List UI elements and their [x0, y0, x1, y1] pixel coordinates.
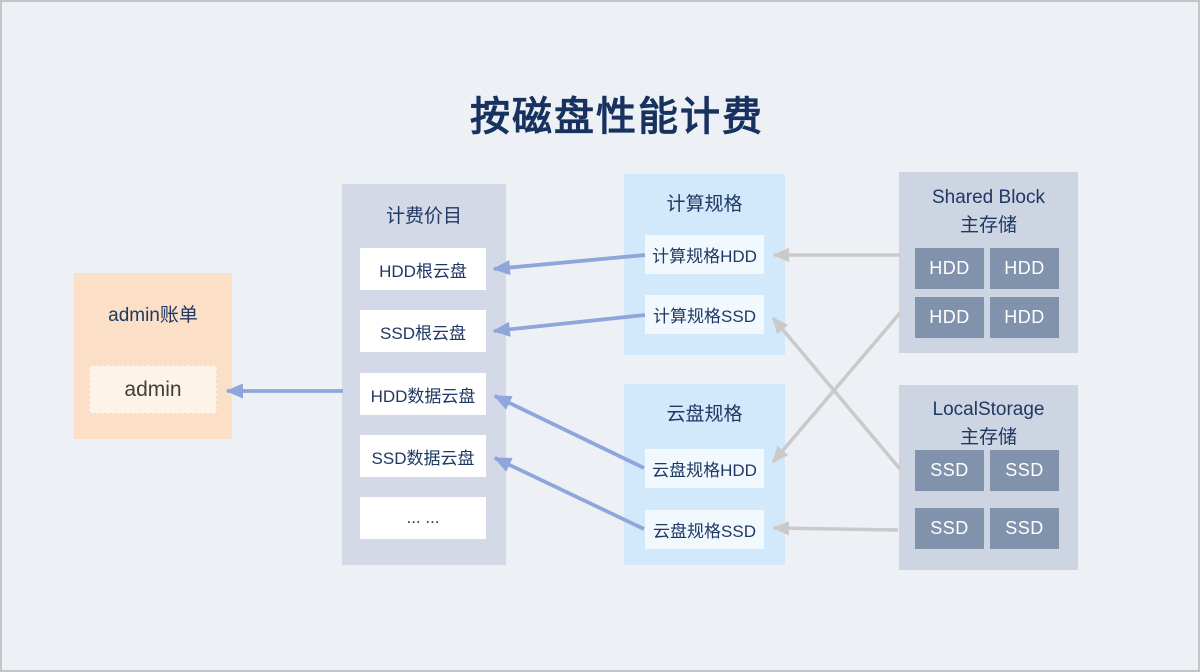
price-list-label: 计费价目: [385, 206, 462, 227]
shared-block-tile-3: HDD: [915, 297, 984, 338]
admin-bill-box: admin账单: [74, 273, 232, 439]
price-ssd-root-disk: SSD根云盘: [360, 310, 486, 352]
price-ssd-data-disk: SSD数据云盘: [360, 435, 486, 477]
compute-spec-label: 计算规格: [666, 194, 743, 215]
local-storage-tile-4: SSD: [990, 508, 1059, 549]
shared-block-tile-2: HDD: [990, 248, 1059, 289]
price-hdd-data-disk: HDD数据云盘: [360, 373, 486, 415]
price-hdd-root-disk: HDD根云盘: [360, 248, 486, 290]
disk-spec-hdd: 云盘规格HDD: [645, 449, 764, 488]
compute-spec-ssd: 计算规格SSD: [645, 295, 764, 334]
local-storage-label: LocalStorage 主存储: [899, 396, 1078, 452]
local-storage-tile-1: SSD: [915, 450, 984, 491]
arrow-local-storage-to-compute-ssd: [771, 316, 902, 471]
disk-spec-ssd: 云盘规格SSD: [645, 510, 764, 549]
shared-block-tile-1: HDD: [915, 248, 984, 289]
shared-block-label-line1: Shared Block: [931, 187, 1045, 208]
local-storage-label-line1: LocalStorage: [932, 399, 1045, 420]
local-storage-label-line2: 主存储: [959, 427, 1017, 448]
admin-bill-item: admin: [89, 365, 217, 414]
shared-block-label: Shared Block 主存储: [899, 184, 1078, 240]
arrow-compute-hdd-to-hdd-root: [492, 253, 646, 276]
local-storage-tile-3: SSD: [915, 508, 984, 549]
price-ellipsis: ... ...: [360, 497, 486, 539]
arrow-disk-ssd-to-ssd-data: [493, 456, 645, 531]
arrow-shared-block-to-disk-hdd: [771, 311, 902, 464]
arrow-compute-ssd-to-ssd-root: [492, 313, 646, 337]
arrow-local-storage-to-disk-ssd: [772, 521, 899, 536]
local-storage-tile-2: SSD: [990, 450, 1059, 491]
disk-spec-label: 云盘规格: [666, 404, 743, 425]
arrow-disk-hdd-to-hdd-data: [493, 394, 645, 470]
admin-bill-label: admin账单: [108, 305, 198, 326]
shared-block-tile-4: HDD: [990, 297, 1059, 338]
page-title: 按磁盘性能计费: [470, 95, 764, 139]
compute-spec-hdd: 计算规格HDD: [645, 235, 764, 274]
shared-block-label-line2: 主存储: [959, 215, 1017, 236]
